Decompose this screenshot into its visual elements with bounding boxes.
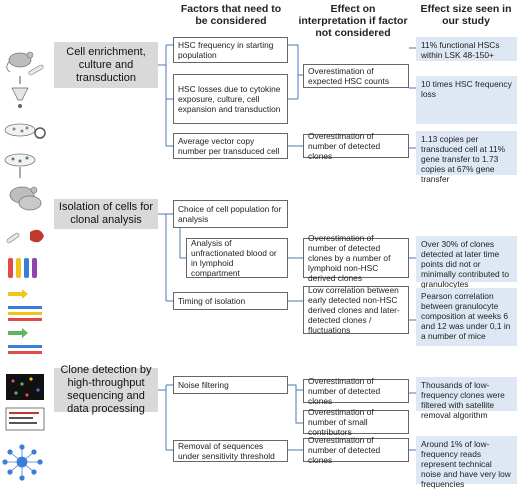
- mouse-icon: [6, 51, 34, 73]
- header-effect: Effect on interpretation if factor not c…: [298, 3, 408, 39]
- size-satellite-removal: Thousands of low-frequency clones were f…: [416, 377, 517, 420]
- effect-threshold-clones: Overestimation of number of detected clo…: [303, 435, 409, 465]
- effect-lymphoid-clones: Overestimation of number of detected clo…: [303, 233, 409, 283]
- header-effect-size: Effect size seen in our study: [420, 3, 512, 27]
- sequence-reads-icon: [8, 289, 42, 354]
- effect-low-correlation: Low correlation between early detected n…: [303, 285, 409, 335]
- factor-population-choice: Choice of cell population for analysis: [173, 200, 288, 228]
- stage-isolation: Isolation of cells for clonal analysis: [54, 199, 158, 229]
- vector-icon: [34, 127, 46, 139]
- stage-cell-enrichment: Cell enrichment, culture and transductio…: [54, 42, 158, 88]
- size-hsc-loss: 10 times HSC frequency loss: [416, 76, 517, 124]
- blood-drop-icon: [30, 229, 44, 243]
- data-table-icon: [5, 407, 45, 431]
- stage-clone-detection: Clone detection by high-throughput seque…: [54, 364, 158, 415]
- clone-network-icon: [2, 444, 43, 481]
- factor-unfractionated-blood: Analysis of unfractionated blood or in l…: [186, 238, 288, 278]
- bone-icon: [28, 64, 44, 76]
- factor-vector-copy-number: Average vector copy number per transduce…: [173, 133, 288, 159]
- factor-noise-filtering: Noise filtering: [173, 376, 288, 394]
- effect-overestimation-hsc: Overestimation of expected HSC counts: [303, 64, 409, 88]
- size-lymphoid-clones: Over 30% of clones detected at later tim…: [416, 236, 517, 289]
- effect-small-contributors: Overestimation of number of small contri…: [303, 407, 409, 437]
- size-hsc-frequency: 11% functional HSCs within LSK 48-150+: [416, 37, 517, 61]
- size-pearson-correlation: Pearson correlation between granulocyte …: [416, 288, 517, 346]
- funnel-icon: [11, 87, 29, 101]
- connector-lines: [158, 44, 416, 451]
- bone-icon: [6, 232, 20, 244]
- header-factors: Factors that need to be considered: [180, 3, 282, 27]
- sample-tubes-icon: [8, 258, 37, 278]
- factor-hsc-losses: HSC losses due to cytokine exposure, cul…: [173, 74, 288, 124]
- size-vector-copies: 1.13 copies per transduced cell at 11% g…: [416, 131, 517, 184]
- factor-timing: Timing of isolation: [173, 292, 288, 310]
- mice-icon: [9, 186, 42, 211]
- culture-dish-icon: [4, 123, 36, 137]
- size-technical-noise: Around 1% of low- frequency reads repres…: [416, 436, 517, 489]
- sequencing-array-icon: [6, 374, 44, 400]
- effect-noise-clones: Overestimation of number of detected clo…: [303, 376, 409, 406]
- effect-overestimation-clones: Overestimation of number of detected clo…: [303, 131, 409, 161]
- factor-hsc-frequency: HSC frequency in starting population: [173, 37, 288, 63]
- factor-sensitivity-threshold: Removal of sequences under sensitivity t…: [173, 440, 288, 462]
- cell-drop-icon: [18, 104, 22, 108]
